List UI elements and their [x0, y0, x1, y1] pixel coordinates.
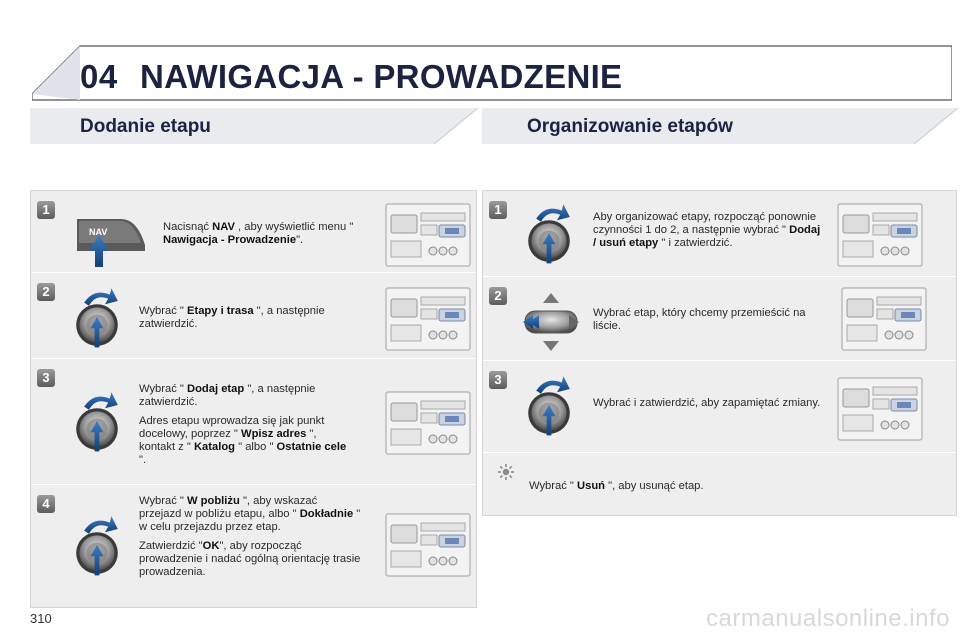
step-instruction: Wybrać etap, który chcemy przemieścić na… [593, 307, 806, 332]
watermark: carmanualsonline.info [706, 605, 950, 632]
control-panel-thumbnail [385, 203, 471, 267]
chapter-header [32, 42, 952, 102]
chapter-number: 04 [80, 58, 118, 95]
rotary-knob-icon [525, 369, 573, 441]
step-number-badge: 2 [37, 283, 55, 301]
right-step-3: 3 Wybrać i zatwierdzić, aby zapamiętać z… [483, 361, 956, 453]
rotary-knob-icon [73, 281, 121, 353]
step-number-badge: 3 [37, 369, 55, 387]
control-panel-thumbnail [837, 203, 923, 267]
directional-pad-icon [523, 293, 579, 351]
page-number: 310 [30, 611, 52, 626]
right-section-title: Organizowanie etapów [527, 116, 733, 137]
chapter-title: NAWIGACJA - PROWADZENIE [140, 58, 623, 95]
left-section-title: Dodanie etapu [80, 116, 211, 137]
rotary-knob-icon [525, 197, 573, 269]
step-number-badge: 1 [489, 201, 507, 219]
step-number-badge: 2 [489, 287, 507, 305]
step-instruction: Aby organizować etapy, rozpocząć ponowni… [593, 211, 821, 249]
right-step-1: 1 Aby organizować etapy, rozpocząć ponow… [483, 191, 956, 277]
right-tip: Wybrać " Usuń ", aby usunąć etap. [483, 453, 956, 515]
step-instruction: Wybrać " Etapy i trasa ", a następnie za… [139, 305, 325, 330]
control-panel-thumbnail [841, 287, 927, 351]
right-section-header [482, 106, 958, 146]
light-bulb-icon [498, 464, 514, 480]
right-steps-panel: 1 Aby organizować etapy, rozpocząć ponow… [482, 190, 957, 516]
left-step-1: 1 NAV Nacisnąć NAV , aby wyświetlić menu… [31, 191, 476, 273]
control-panel-thumbnail [385, 287, 471, 351]
step-instruction: Nacisnąć NAV , aby wyświetlić menu " Naw… [163, 221, 354, 246]
step-number-badge: 1 [37, 201, 55, 219]
left-step-3: 3 Wybrać " Dodaj etap ", a następnie zat… [31, 359, 476, 485]
control-panel-thumbnail [385, 391, 471, 455]
control-panel-thumbnail [385, 513, 471, 577]
right-step-2: 2 Wybrać etap, który chcemy przemieścić … [483, 277, 956, 361]
left-steps-panel: 1 NAV Nacisnąć NAV , aby wyświetlić menu… [30, 190, 477, 608]
step-instruction: Wybrać " Dodaj etap ", a następnie zatwi… [139, 383, 347, 466]
left-section-header [30, 106, 478, 146]
nav-key-label: NAV [89, 227, 107, 237]
left-step-2: 2 Wybrać " Etapy i trasa ", a następnie … [31, 273, 476, 359]
left-step-4: 4 Wybrać " W pobliżu ", aby wskazać prze… [31, 485, 476, 607]
rotary-knob-icon [73, 509, 121, 581]
step-instruction: Wybrać i zatwierdzić, aby zapamiętać zmi… [593, 397, 821, 409]
nav-button-icon: NAV [77, 219, 145, 267]
tip-text: Wybrać " Usuń ", aby usunąć etap. [529, 480, 704, 492]
step-number-badge: 3 [489, 371, 507, 389]
rotary-knob-icon [73, 385, 121, 457]
step-number-badge: 4 [37, 495, 55, 513]
step-instruction: Wybrać " W pobliżu ", aby wskazać przeja… [139, 495, 361, 578]
control-panel-thumbnail [837, 377, 923, 441]
